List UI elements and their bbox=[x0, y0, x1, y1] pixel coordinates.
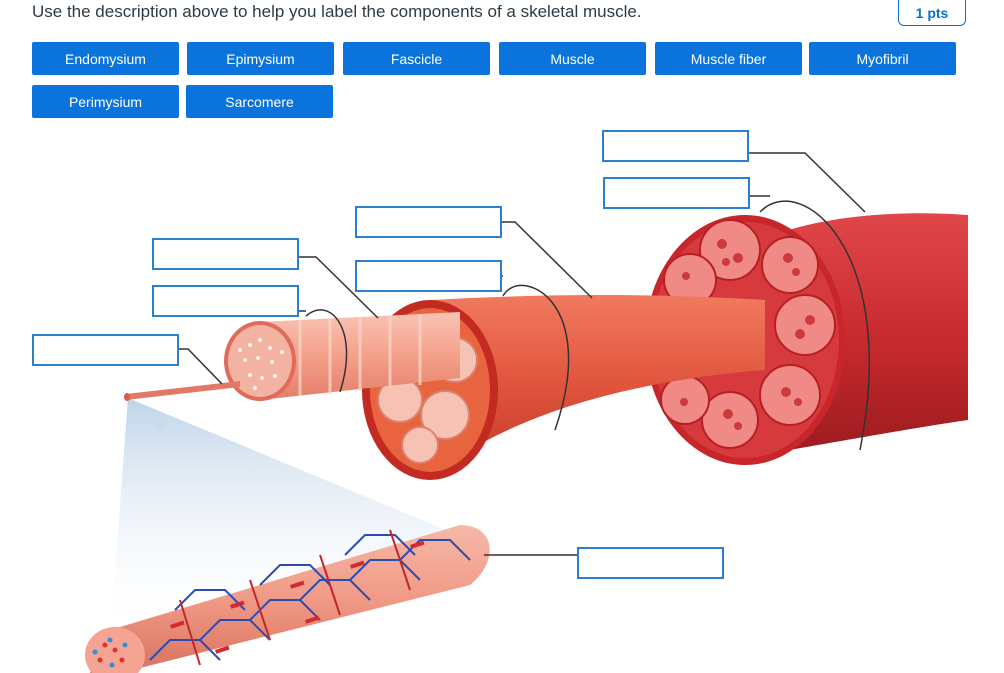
question-text: Use the description above to help you la… bbox=[32, 2, 642, 21]
drop-target-7[interactable] bbox=[32, 334, 179, 366]
chip-muscle-fiber[interactable]: Muscle fiber bbox=[655, 42, 802, 75]
drop-target-3[interactable] bbox=[355, 206, 502, 238]
chip-muscle[interactable]: Muscle bbox=[499, 42, 646, 75]
myofibril-strand bbox=[126, 381, 240, 400]
drop-target-4[interactable] bbox=[355, 260, 502, 292]
zoom-arrow-icon bbox=[148, 419, 164, 431]
drop-target-2[interactable] bbox=[603, 177, 750, 209]
drop-target-5[interactable] bbox=[152, 238, 299, 270]
chip-perimysium[interactable]: Perimysium bbox=[32, 85, 179, 118]
points-badge: 1 pts bbox=[898, 0, 966, 26]
zoom-beam bbox=[110, 398, 470, 640]
drop-target-6[interactable] bbox=[152, 285, 299, 317]
chip-epimysium[interactable]: Epimysium bbox=[187, 42, 334, 75]
chip-fascicle[interactable]: Fascicle bbox=[343, 42, 490, 75]
drop-target-1[interactable] bbox=[602, 130, 749, 162]
chip-myofibril[interactable]: Myofibril bbox=[809, 42, 956, 75]
chip-endomysium[interactable]: Endomysium bbox=[32, 42, 179, 75]
leader-lines bbox=[178, 152, 870, 556]
fascicle-body bbox=[430, 295, 765, 470]
chip-sarcomere[interactable]: Sarcomere bbox=[186, 85, 333, 118]
drop-target-8[interactable] bbox=[577, 547, 724, 579]
